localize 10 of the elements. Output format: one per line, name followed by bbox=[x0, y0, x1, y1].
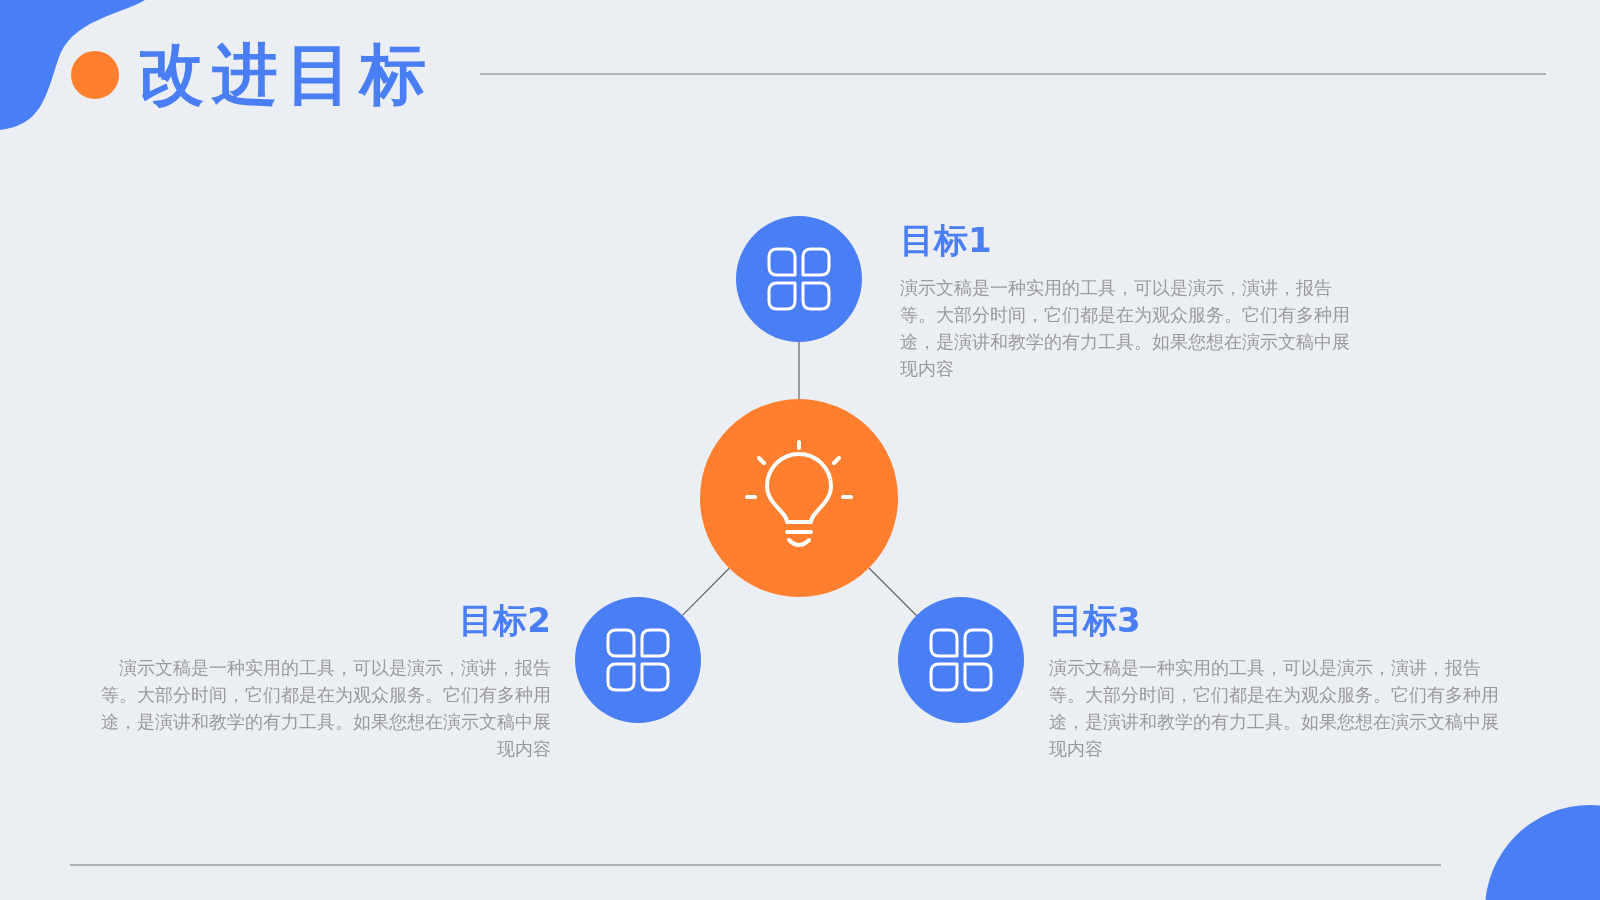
description-text: 演示文稿是一种实用的工具，可以是演示，演讲，报告等。大部分时间，它们都是在为观众服务。它们有多种用途，是演讲和教学的有力工具。如果您想在演示文稿中展现内容 bbox=[1049, 656, 1500, 761]
description-text: 演示文稿是一种实用的工具，可以是演示，演讲，报告等。大部分时间，它们都是在为观众服务。它们有多种用途，是演讲和教学的有力工具。如果您想在演示文稿中展现内容 bbox=[100, 656, 551, 761]
description-text: 演示文稿是一种实用的工具，可以是演示，演讲，报告等。大部分时间，它们都是在为观众服务。它们有多种用途，是演讲和教学的有力工具。如果您想在演示文稿中展现内容 bbox=[900, 276, 1351, 381]
connector-line bbox=[868, 567, 918, 617]
goal-heading: 目标1 bbox=[900, 220, 992, 260]
connector-line bbox=[798, 341, 800, 400]
goal-heading: 目标2 bbox=[459, 600, 551, 640]
title: 改进目标 bbox=[138, 36, 434, 114]
connector-line bbox=[681, 567, 730, 616]
goal-heading: 目标3 bbox=[1049, 600, 1141, 640]
